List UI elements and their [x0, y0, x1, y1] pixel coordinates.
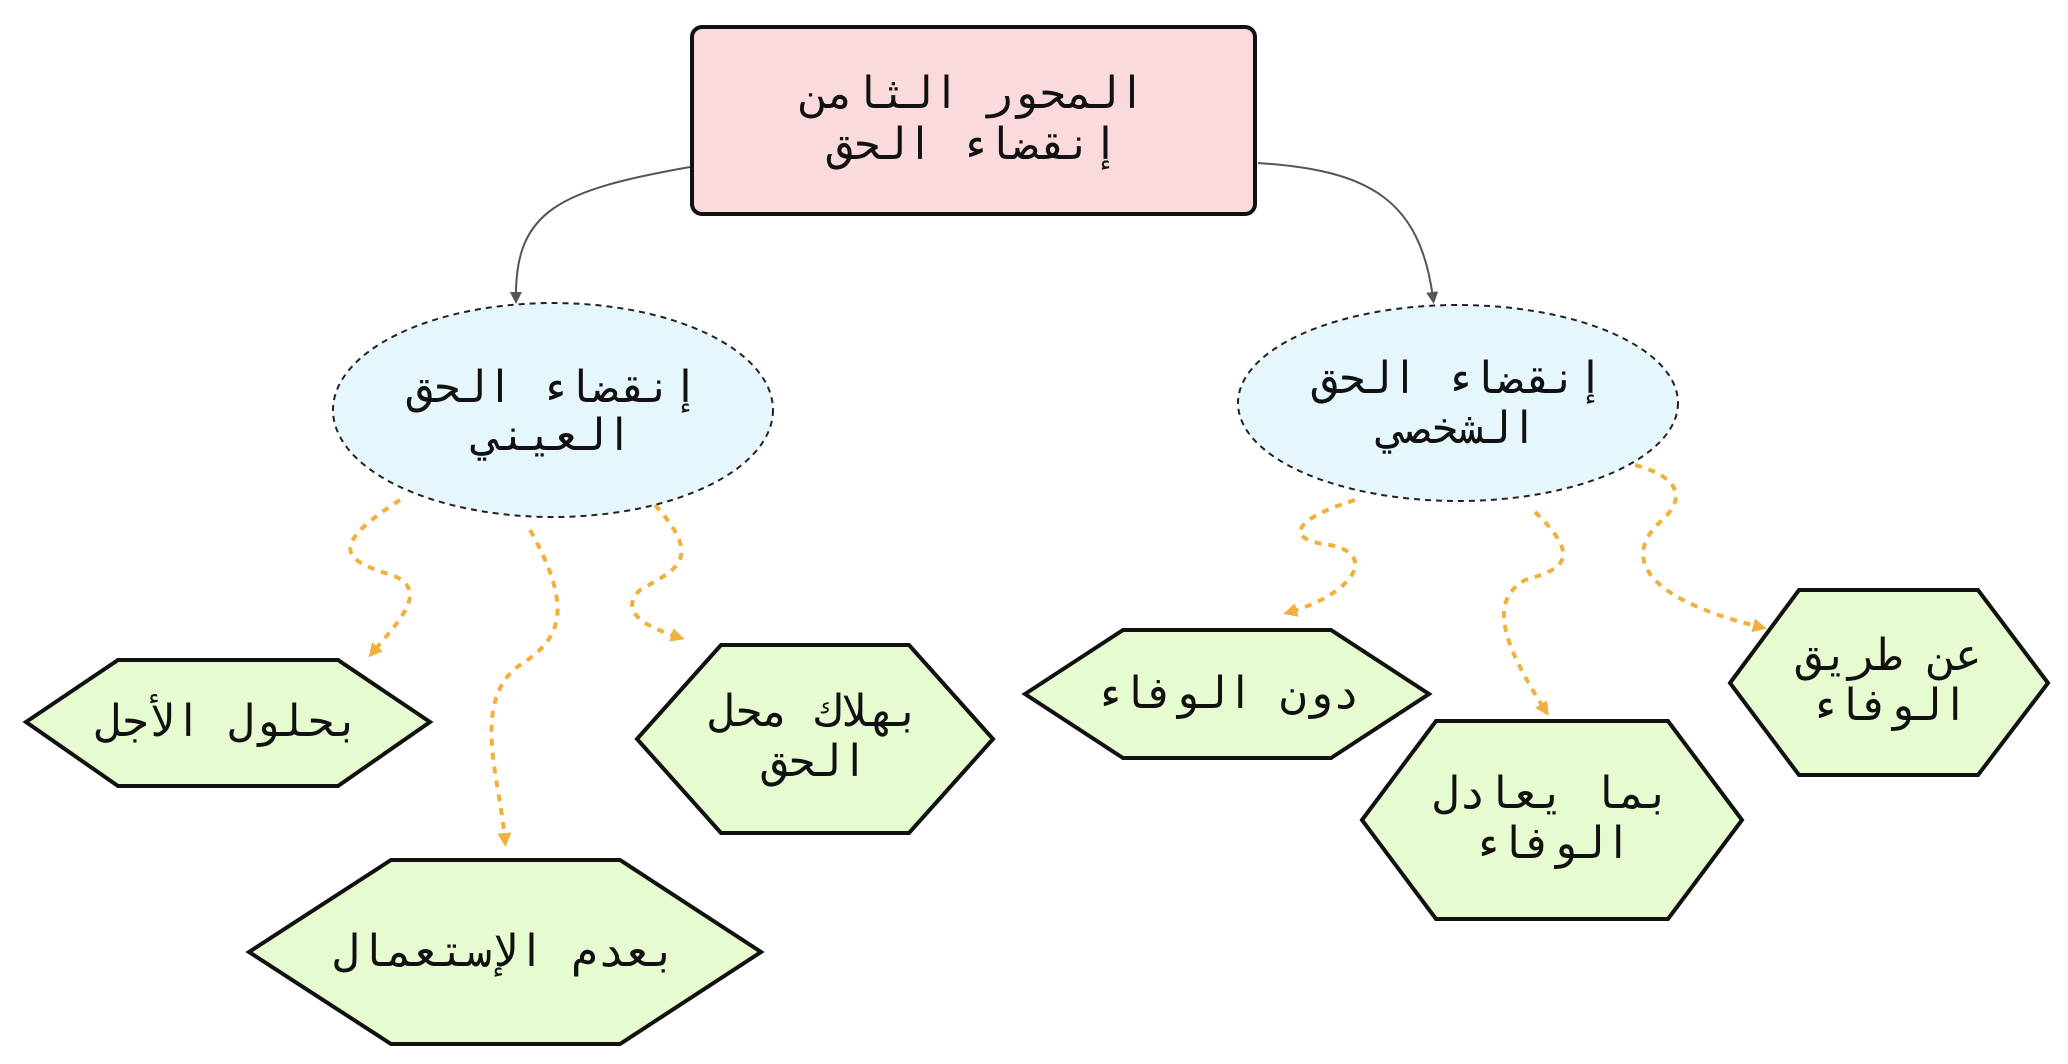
leaf-payment-node [1727, 588, 2051, 777]
leaf-payment-line-1: عن طريق [1795, 630, 1981, 681]
root-node [690, 25, 1257, 216]
branch-real-line-2: العيني [471, 410, 633, 461]
connector-personal-payment [1634, 463, 1767, 633]
leaf-payment-line-2: الوفاء [1810, 680, 1969, 731]
connector-real-destruction [630, 503, 685, 642]
connector-root-real [509, 166, 691, 304]
leaf-without-payment-node [1021, 628, 1433, 760]
branch-personal-line-2: الشخصي [1376, 403, 1538, 454]
leaf-equivalent-line-1: بما يعادل [1433, 768, 1671, 819]
root-node-line-2: إنقضاء الحق [826, 119, 1118, 170]
leaf-equivalent-node [1359, 719, 1745, 921]
leaf-destruction-line-1: بهلاك محل [709, 686, 921, 737]
leaf-equivalent-line-2: الوفاء [1473, 818, 1632, 869]
branch-personal-node [1237, 304, 1679, 502]
connector-real-term [348, 498, 412, 658]
leaf-without-payment-label: دون الوفاء [1095, 668, 1360, 719]
root-node-line-1: المحور الثامن [800, 68, 1145, 119]
connector-root-personal [1257, 162, 1439, 304]
branch-real-node [332, 302, 774, 518]
leaf-nonuse-node [245, 858, 765, 1046]
leaf-destruction-line-2: الحق [761, 736, 868, 787]
leaf-nonuse-label: بعدم الإستعمال [333, 926, 677, 977]
leaf-term-node [22, 658, 434, 788]
branch-personal-line-1: إنقضاء الحق [1311, 353, 1603, 404]
connector-real-nonuse [489, 529, 560, 847]
branch-real-line-1: إنقضاء الحق [406, 362, 698, 413]
connector-personal-without [1283, 498, 1358, 617]
leaf-destruction-node [634, 643, 996, 835]
connector-personal-equivalent [1502, 510, 1566, 716]
leaf-term-label: بحلول الأجل [96, 693, 361, 747]
